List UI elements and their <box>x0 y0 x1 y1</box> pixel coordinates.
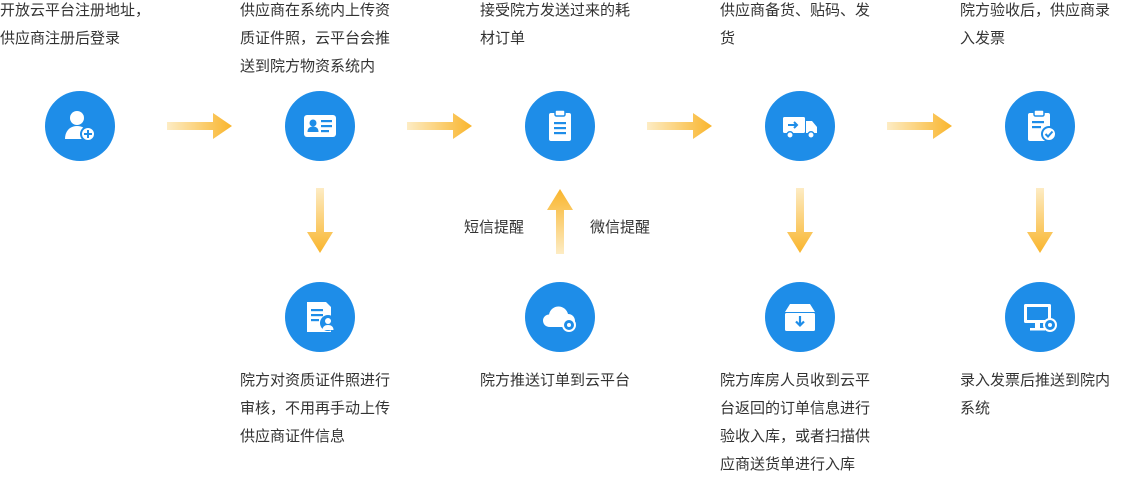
arrow-up <box>547 189 573 254</box>
step3-node <box>525 91 595 161</box>
monitor-gear-icon <box>1024 304 1057 332</box>
step1-text: 开放云平台注册地址， 供应商注册后登录 <box>0 1 151 47</box>
delivery-truck-icon <box>783 117 817 139</box>
sms-reminder-label: 短信提醒 <box>464 218 525 236</box>
step8-text: 院方库房人员收到云平 台返回的订单信息进行 验收入库，或者扫描供 应商送货单进行… <box>720 371 871 473</box>
step2-text: 供应商在系统内上传资 质证件照，云平台会推 送到院方物资系统内 <box>240 1 391 75</box>
arrow-right-3 <box>647 113 712 139</box>
step4-text: 供应商备货、贴码、发 货 <box>720 1 871 47</box>
document-user-icon <box>307 302 336 332</box>
arrow-down-1 <box>307 188 333 253</box>
step9-node <box>1005 282 1075 352</box>
step8-node <box>765 282 835 352</box>
arrow-right-2 <box>407 113 472 139</box>
step5-node <box>1005 91 1075 161</box>
user-add-icon <box>65 111 96 142</box>
arrow-down-3 <box>1027 188 1053 253</box>
clipboard-check-icon <box>1028 109 1057 142</box>
inbox-download-icon <box>785 304 815 331</box>
step3-text: 接受院方发送过来的耗 材订单 <box>480 1 631 47</box>
step5-text: 院方验收后，供应商录 入发票 <box>960 1 1111 47</box>
cloud-gear-icon <box>543 306 576 332</box>
step6-node <box>285 282 355 352</box>
arrow-right-1 <box>167 113 232 139</box>
step2-node <box>285 91 355 161</box>
step7-text: 院方推送订单到云平台 <box>480 371 631 389</box>
wechat-reminder-label: 微信提醒 <box>590 218 651 236</box>
step7-node <box>525 282 595 352</box>
id-card-icon <box>304 115 336 137</box>
clipboard-icon <box>549 109 571 141</box>
step1-node <box>45 91 115 161</box>
step6-text: 院方对资质证件照进行 审核，不用再手动上传 供应商证件信息 <box>240 371 391 445</box>
step9-text: 录入发票后推送到院内 系统 <box>960 371 1111 417</box>
arrow-down-2 <box>787 188 813 253</box>
arrow-right-4 <box>887 113 952 139</box>
step4-node <box>765 91 835 161</box>
